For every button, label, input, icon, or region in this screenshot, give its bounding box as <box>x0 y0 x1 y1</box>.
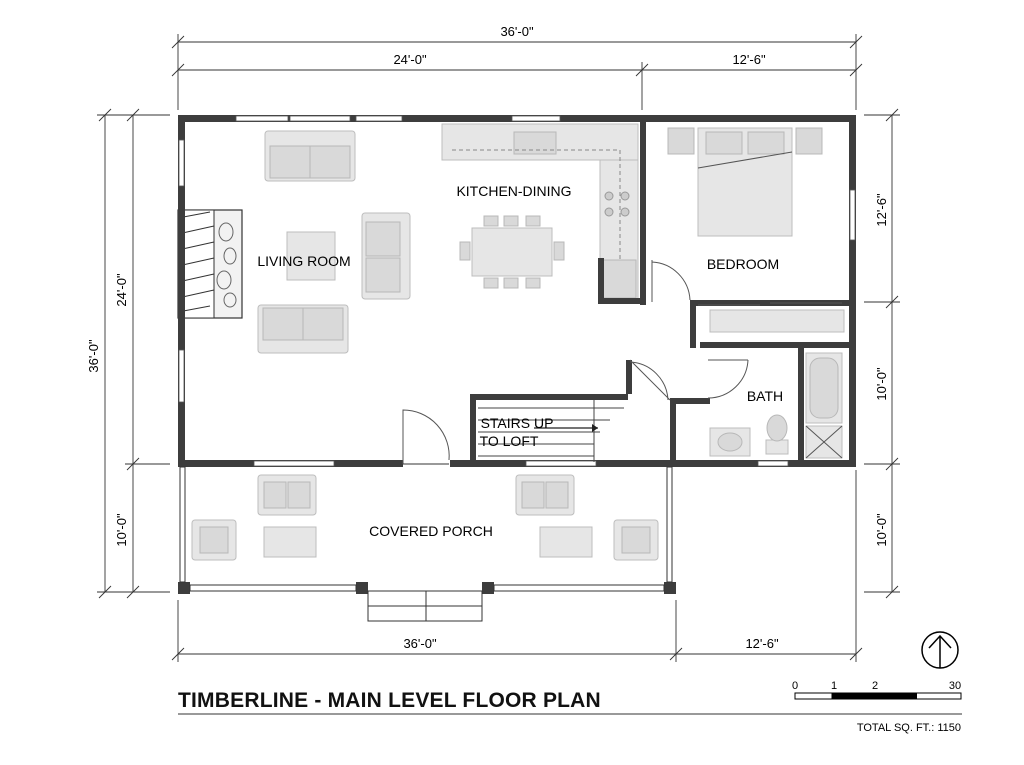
dim-bottom-right: 12'-6" <box>745 636 779 651</box>
room-label-bath: BATH <box>747 388 783 404</box>
scale-label-0: 0 <box>792 680 798 692</box>
dim-top-overall: 36'-0" <box>500 24 534 39</box>
scale-label-1: 1 <box>831 680 837 692</box>
total-area: TOTAL SQ. FT.: 1150 <box>857 722 961 734</box>
dim-right-porch: 10'-0" <box>874 513 889 547</box>
dim-right-bedroom: 12'-6" <box>874 193 889 227</box>
room-label-porch: COVERED PORCH <box>369 523 493 539</box>
scale-label-30: 30 <box>949 680 961 692</box>
dimension-lines <box>97 34 900 662</box>
dim-left-lower: 10'-0" <box>114 513 129 547</box>
room-label-bedroom: BEDROOM <box>707 256 779 272</box>
furniture <box>191 123 845 561</box>
room-label-stairs-2: TO LOFT <box>480 433 539 449</box>
room-label-kitchen: KITCHEN-DINING <box>456 183 571 199</box>
room-label-stairs-1: STAIRS UP <box>481 415 554 431</box>
room-label-living: LIVING ROOM <box>257 253 350 269</box>
dim-top-right: 12'-6" <box>732 52 766 67</box>
doors <box>402 260 842 465</box>
scale-label-2: 2 <box>872 680 878 692</box>
dim-left-overall: 36'-0" <box>86 339 101 373</box>
dim-bottom-left: 36'-0" <box>403 636 437 651</box>
plan-title: TIMBERLINE - MAIN LEVEL FLOOR PLAN <box>178 689 601 712</box>
dim-left-upper: 24'-0" <box>114 273 129 307</box>
stairs <box>478 400 624 462</box>
walls <box>178 115 856 622</box>
scale-bar <box>794 692 962 700</box>
north-arrow-icon <box>921 631 959 669</box>
dim-right-bath: 10'-0" <box>874 367 889 401</box>
fireplace <box>177 209 243 319</box>
dim-top-left: 24'-0" <box>393 52 427 67</box>
